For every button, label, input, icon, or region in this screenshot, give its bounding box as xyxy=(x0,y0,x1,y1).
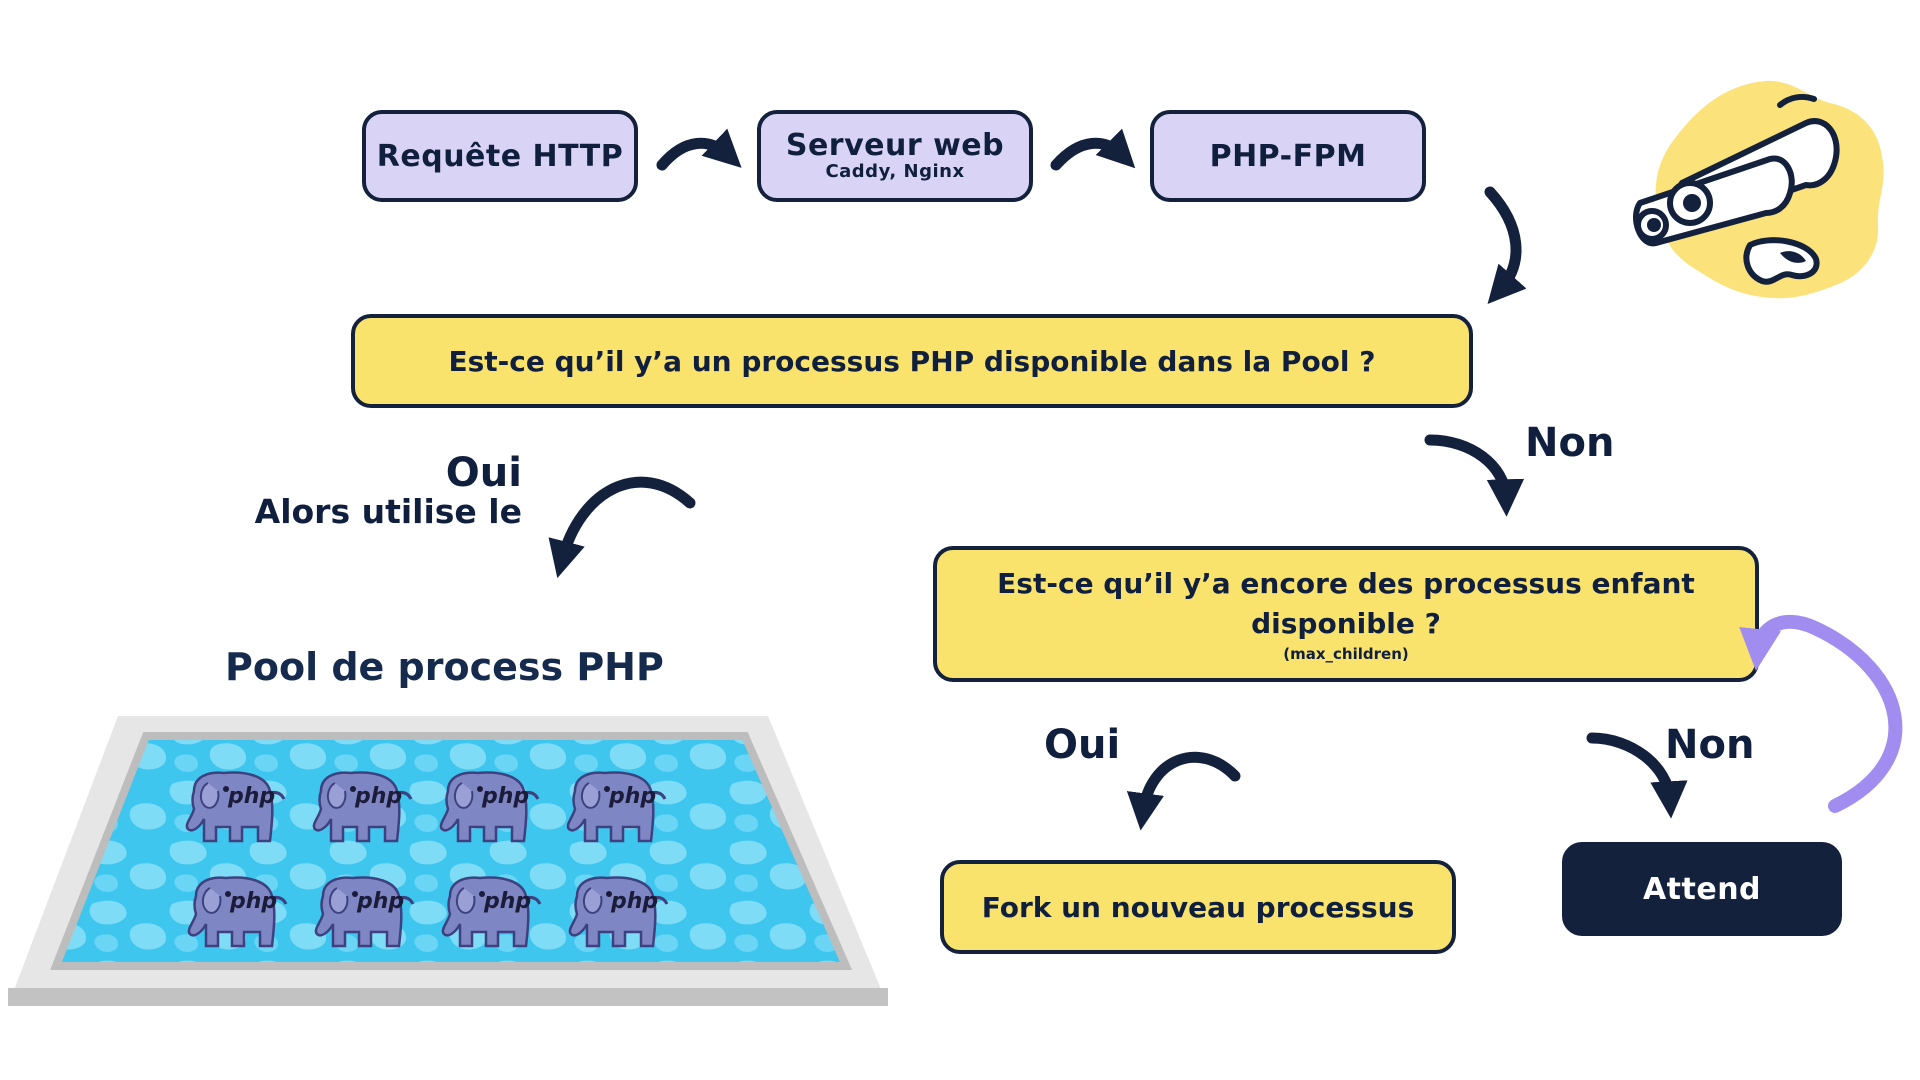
wait-box: Attend xyxy=(1562,842,1842,936)
arrow-question-to-pool xyxy=(548,476,696,579)
fork-box: Fork un nouveau processus xyxy=(940,860,1456,954)
php-elephant: php xyxy=(439,771,540,843)
arrow-request-to-server xyxy=(656,128,742,171)
php-elephant-label: php xyxy=(227,784,275,809)
php-fpm-box: PHP-FPM xyxy=(1150,110,1426,202)
php-elephant: php xyxy=(187,876,288,948)
php-elephant-label: php xyxy=(354,784,402,809)
mascot-brow xyxy=(1777,94,1817,108)
php-elephant-label: php xyxy=(610,889,658,914)
binoculars-mascot xyxy=(1633,80,1884,299)
children-question-sub: (max_children) xyxy=(1283,645,1409,663)
php-elephant-label: php xyxy=(229,889,277,914)
php-elephant-label: php xyxy=(481,784,529,809)
no-label-1: Non xyxy=(1525,420,1615,466)
web-server-sublabel: Caddy, Nginx xyxy=(825,161,965,182)
arrow-children-to-fork xyxy=(1126,751,1241,831)
pool-deck-edge xyxy=(8,988,888,1006)
arrow-server-to-fpm xyxy=(1050,128,1136,171)
no-label-2: Non xyxy=(1665,722,1755,768)
yes-label-1-sub: Alors utilise le xyxy=(254,492,522,531)
php-elephant: php xyxy=(566,771,667,843)
php-elephant: php xyxy=(185,771,286,843)
yes-label-2: Oui xyxy=(1044,722,1121,768)
php-elephant: php xyxy=(568,876,669,948)
php-pool-illustration: php php php php php php php php xyxy=(8,716,888,1006)
web-server-box: Serveur web Caddy, Nginx xyxy=(757,110,1033,202)
arrow-wait-retry xyxy=(1739,614,1903,813)
children-question-line2: disponible ? xyxy=(1251,607,1441,640)
php-elephant: php xyxy=(312,771,413,843)
yes-label-1: Oui xyxy=(445,450,522,496)
php-fpm-label: PHP-FPM xyxy=(1209,138,1367,174)
arrow-question-to-no xyxy=(1424,434,1525,517)
arrow-children-to-wait xyxy=(1586,732,1688,819)
php-elephant: php xyxy=(441,876,542,948)
wait-label: Attend xyxy=(1642,871,1762,907)
php-elephant: php xyxy=(314,876,415,948)
children-question-line1: Est-ce qu’il y’a encore des processus en… xyxy=(997,567,1695,600)
pool-title: Pool de process PHP xyxy=(225,645,664,689)
http-request-label: Requête HTTP xyxy=(376,138,624,174)
php-elephant-label: php xyxy=(608,784,656,809)
web-server-label: Serveur web xyxy=(785,128,1005,163)
php-elephants: php php php php php php php php xyxy=(185,771,669,948)
mascot-mouth xyxy=(1743,237,1820,285)
php-elephant-label: php xyxy=(483,889,531,914)
http-request-box: Requête HTTP xyxy=(362,110,638,202)
php-elephant-label: php xyxy=(356,889,404,914)
arrow-fpm-to-question xyxy=(1484,186,1527,304)
children-question-box: Est-ce qu’il y’a encore des processus en… xyxy=(933,546,1759,682)
pool-question-box: Est-ce qu’il y’a un processus PHP dispon… xyxy=(351,314,1473,408)
pool-question-label: Est-ce qu’il y’a un processus PHP dispon… xyxy=(448,344,1376,378)
fork-label: Fork un nouveau processus xyxy=(981,890,1415,924)
